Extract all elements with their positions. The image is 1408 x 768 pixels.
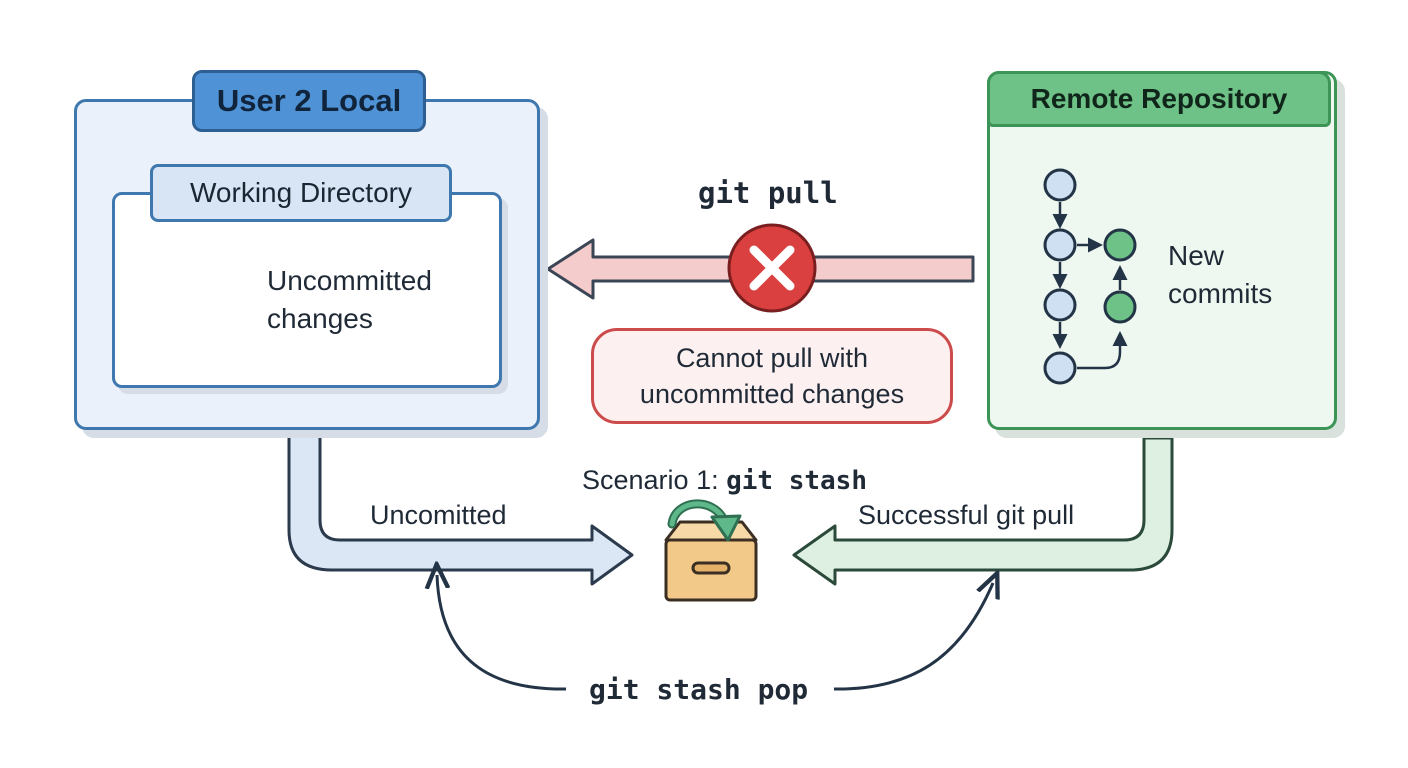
uncomitted-arrow-label: Uncomitted [370,500,507,530]
uncommitted-changes-line1: Uncommitted [267,265,432,296]
stash-box-icon [664,499,758,602]
error-message-line1: Cannot pull with [675,343,869,373]
uncommitted-changes-line2: changes [267,303,373,334]
local-panel-title: User 2 Local [192,70,426,132]
working-directory-panel [112,192,502,388]
new-commits-line2: commits [1168,278,1273,309]
git-stash-pop-command: git stash pop [589,673,809,706]
scenario-prefix: Scenario 1: [582,465,727,495]
remote-panel-title: Remote Repository [987,71,1331,127]
new-commits-line1: New [1168,240,1225,271]
successful-pull-label: Successful git pull [858,500,1075,530]
error-message-line2: uncommitted changes [639,379,905,409]
working-directory-title: Working Directory [150,164,452,222]
stash-pop-left-curve [437,575,567,691]
scenario-label: Scenario 1: git stash [582,465,867,496]
scenario-command: git stash [726,466,867,496]
error-callout: Cannot pull with uncommitted changes [591,328,953,424]
uncommitted-arrow [287,426,634,586]
git-pull-command: git pull [698,176,838,210]
stash-pop-right-curve [833,583,993,691]
successful-pull-arrow [792,436,1174,586]
error-x-icon [727,223,817,313]
